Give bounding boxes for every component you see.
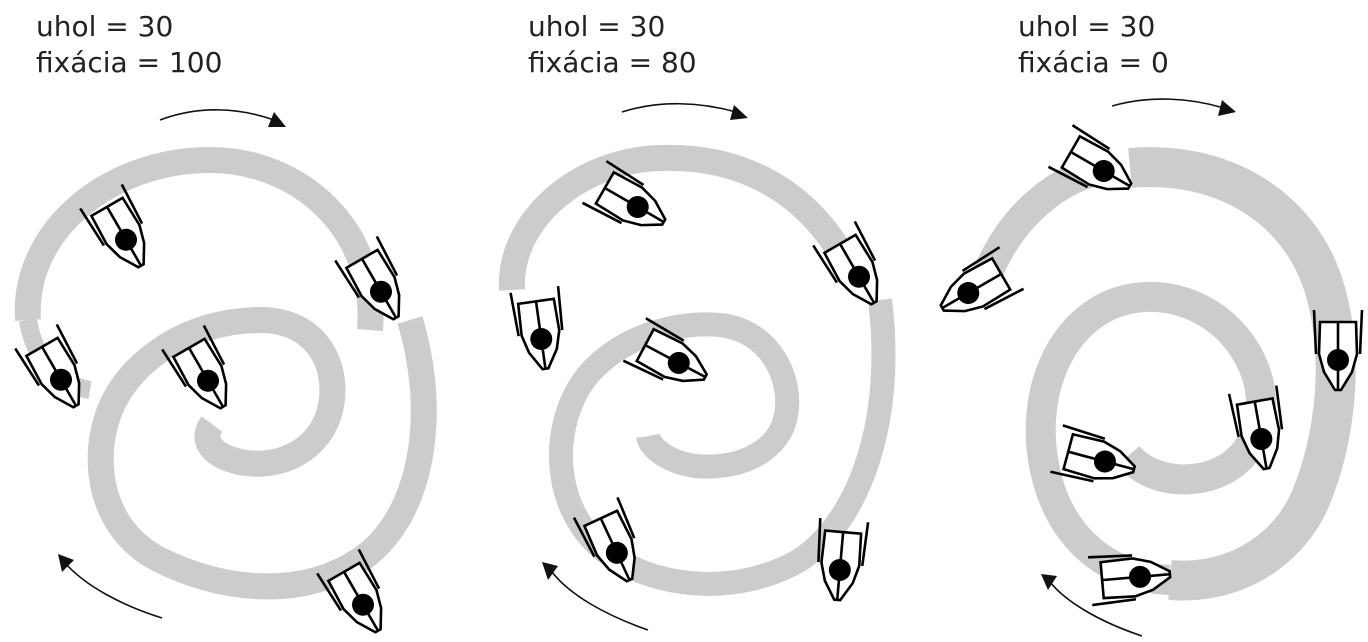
arrow-head-icon [730,105,748,120]
panel-3-angle-label: uhol = 30 [1018,10,1155,43]
panel-3-calligraphic-stroke [971,147,1356,601]
panel-1-fixation-label: fixácia = 100 [36,46,222,79]
panel-1-calligraphic-stroke [14,147,437,600]
panel-1-angle-label: uhol = 30 [36,10,173,43]
panel-2-angle-label: uhol = 30 [528,10,665,43]
panel-1-rotation-arrows [58,109,286,619]
panel-3-fixation-label: fixácia = 0 [1018,46,1169,79]
panel-3-rotation-arrows [1041,98,1236,637]
panel-2-calligraphic-stroke [498,144,896,596]
panel-2: uhol = 30 fixácia = 80 [498,10,897,631]
panel-3: uhol = 30 fixácia = 0 [928,10,1364,637]
arrow-head-icon [58,554,74,572]
panel-2-fixation-label: fixácia = 80 [528,46,697,79]
arrow-head-icon [1041,574,1057,590]
arrow-head-icon [542,562,558,580]
panel-1: uhol = 30 fixácia = 100 [13,10,437,642]
arrow-head-icon [1218,100,1236,116]
fountain-pen-nib-icon [509,284,571,374]
fountain-pen-nib-icon [1049,424,1142,494]
arrow-head-icon [268,112,286,127]
panel-2-rotation-arrows [542,102,748,631]
